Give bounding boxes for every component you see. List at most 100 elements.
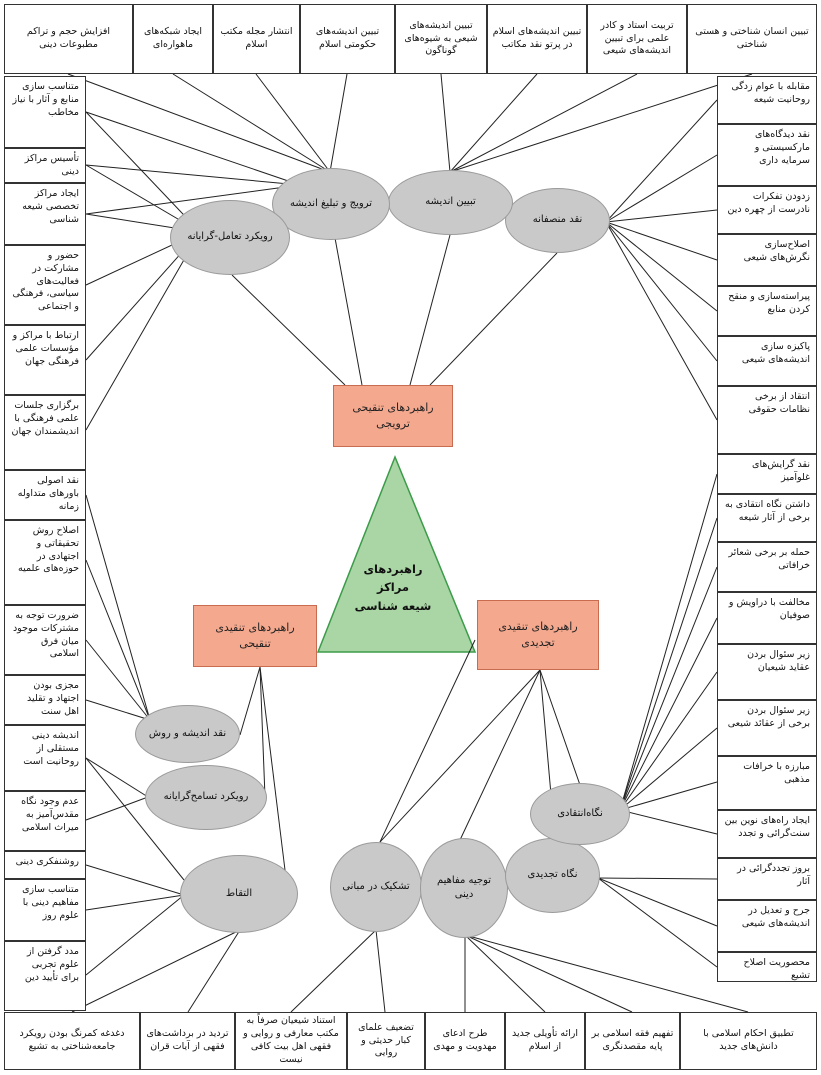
connector-line: [619, 781, 718, 811]
connector-line: [605, 209, 718, 223]
connector-line: [619, 809, 718, 835]
connector-line: [440, 73, 451, 173]
strategy-box-tanqihi: راهبردهای تنقیدی تنقیحی: [193, 605, 317, 667]
bottom-box-5: تضعیف علمای کبار حدیثی و روایی: [347, 1012, 425, 1070]
connector-line: [85, 894, 185, 911]
left-box-15: مدد گرفتن از علوم تجربی برای تأیید دین: [4, 941, 86, 1011]
connector-line: [605, 99, 718, 223]
right-box-2: نقد دیدگاه‌های مارکسیستی و سرمایه داری: [717, 124, 817, 186]
connector-line: [449, 73, 753, 173]
node-tarvij-tablig: ترویج و تبلیغ اندیشه: [272, 168, 390, 240]
bottom-box-7: تردید در برداشت‌های فقهی از آیات قران: [140, 1012, 235, 1070]
connector-line: [172, 73, 331, 173]
center-line-2: مراکز: [376, 580, 410, 595]
top-box-2: تربیت استاد و کادر علمی برای تبیین اندیش…: [587, 4, 687, 74]
right-box-4: اصلاح‌سازی نگرش‌های شیعی: [717, 234, 817, 286]
right-box-3: زدودن تفکرات نادرست از چهره دین: [717, 186, 817, 234]
center-line-3: شیعه شناسی: [354, 598, 432, 613]
right-box-7: انتقاد از برخی نظامات حقوقی: [717, 386, 817, 454]
connector-line: [619, 617, 718, 811]
right-box-9: داشتن نگاه انتقادی به برخی از آثار شیعه: [717, 494, 817, 542]
node-naqd-monsefane: نقد منصفانه: [505, 188, 610, 253]
center-triangle: [316, 454, 477, 653]
node-tashkik: تشکیک در مبانی: [330, 842, 422, 932]
right-box-6: پاکیزه سازی اندیشه‌های شیعی: [717, 336, 817, 386]
right-box-13: زیر سئوال بردن برخی از عقائد شیعی: [717, 700, 817, 756]
connector-line: [255, 73, 331, 173]
left-box-9: ضرورت توجه به مشترکات موجود میان فرق اسل…: [4, 605, 86, 675]
connector-line: [619, 517, 718, 811]
connector-line: [464, 934, 633, 1013]
right-box-10: حمله بر برخی شعائر خرافاتی: [717, 542, 817, 592]
left-box-14: متناسب سازی مفاهیم دینی با علوم روز: [4, 879, 86, 941]
connector-line: [85, 559, 151, 721]
connector-line: [464, 934, 749, 1013]
left-box-4: حضور و مشارکت در فعالیت‌های سیاسی، فرهنگ…: [4, 245, 86, 325]
connector-line: [85, 494, 151, 721]
connector-line: [85, 111, 301, 186]
connector-line: [539, 669, 581, 786]
left-box-7: نقد اصولی باورهای متداوله زمانه: [4, 470, 86, 520]
bottom-box-8: دغدغه کمرنگ بودن رویکرد جامعه‌شناختی به …: [4, 1012, 140, 1070]
top-box-4: تبیین اندیشه‌های شیعی به شیوه‌های گوناگو…: [395, 4, 487, 74]
top-box-1: تبیین انسان شناختی و هستی شناختی: [687, 4, 817, 74]
connector-line: [187, 929, 241, 1013]
connector-line: [605, 221, 718, 421]
connector-line: [259, 666, 266, 798]
connector-line: [597, 877, 718, 880]
connector-line: [85, 184, 301, 215]
left-box-1: متناسب سازی منابع و آثار با نیاز مخاطب: [4, 76, 86, 148]
left-box-5: ارتباط با مراکز و مؤسسات علمی فرهنگی جها…: [4, 325, 86, 395]
left-box-12: عدم وجود نگاه مقدس‌آمیز به میراث اسلامی: [4, 791, 86, 851]
connector-line: [379, 639, 476, 843]
connector-line: [597, 877, 718, 968]
connector-line: [605, 221, 718, 362]
connector-line: [597, 877, 718, 927]
connector-line: [85, 639, 151, 721]
connector-line: [619, 473, 718, 811]
right-box-18: محصوریت اصلاح تشیع: [717, 952, 817, 982]
node-negah-enteqadi: نگاه‌انتقادی: [530, 783, 630, 845]
connector-line: [605, 221, 718, 312]
right-box-15: ایجاد راه‌های نوین بین سنت‌گرائی و تجدد: [717, 810, 817, 858]
connector-line: [231, 274, 346, 386]
connector-line: [619, 566, 718, 811]
connector-line: [375, 929, 386, 1013]
connector-line: [67, 73, 331, 173]
node-naqd-ravesh: نقد اندیشه و روش: [135, 705, 240, 763]
connector-line: [464, 934, 546, 1013]
top-box-3: تبیین اندیشه‌های اسلام در پرتو نقد مکاتب: [487, 4, 587, 74]
bottom-box-3: ارائه تأویلی جدید از اسلام: [505, 1012, 585, 1070]
right-box-16: بروز تجددگرائی در آثار: [717, 858, 817, 900]
connector-line: [85, 164, 301, 186]
connector-line: [85, 757, 185, 881]
strategy-box-tarviji: راهبردهای تنقیحی ترویجی: [333, 385, 453, 447]
strategy-box-tajdidi: راهبردهای تنقیدی تجدیدی: [477, 600, 599, 670]
center-line-1: راهبردهای: [363, 562, 423, 576]
bottom-box-2: تفهیم فقه اسلامی بر پایه مقصدنگری: [585, 1012, 680, 1070]
top-box-5: تبیین اندیشه‌های حکومتی اسلام: [300, 4, 395, 74]
connector-line: [379, 669, 541, 843]
right-box-1: مقابله با عوام زدگی روحانیت شیعه: [717, 76, 817, 124]
connector-line: [449, 73, 538, 173]
center-triangle-label: راهبردهای مراکز شیعه شناسی: [348, 560, 438, 615]
right-box-5: پیراسته‌سازی و منقح کردن منابع: [717, 286, 817, 336]
node-tojih-mafahim: توجیه مفاهیم دینی: [420, 838, 508, 938]
left-box-13: روشنفکری دینی: [4, 851, 86, 879]
connector-line: [239, 666, 261, 736]
connector-line: [459, 669, 541, 841]
left-box-3: ایجاد مراکز تخصصی شیعه شناسی: [4, 183, 86, 245]
top-box-6: انتشار مجله مکتب اسلام: [213, 4, 300, 74]
node-tamol-garayane: رویکرد تعامل-گرایانه: [170, 200, 290, 275]
connector-line: [290, 929, 377, 1013]
node-negah-tajdidi: نگاه تجدیدی: [505, 838, 600, 913]
connector-line: [85, 699, 151, 721]
node-tasamoh: رویکرد تسامح‌گرایانه: [145, 765, 267, 830]
connector-line: [85, 111, 201, 233]
connector-line: [605, 221, 718, 261]
connector-line: [619, 727, 718, 811]
right-box-12: زیر سئوال بردن عقاید شیعیان: [717, 644, 817, 700]
bottom-box-1: تطبیق احکام اسلامی با دانش‌های جدید: [680, 1012, 817, 1070]
top-box-7: ایجاد شبکه‌های ماهواره‌ای: [133, 4, 213, 74]
